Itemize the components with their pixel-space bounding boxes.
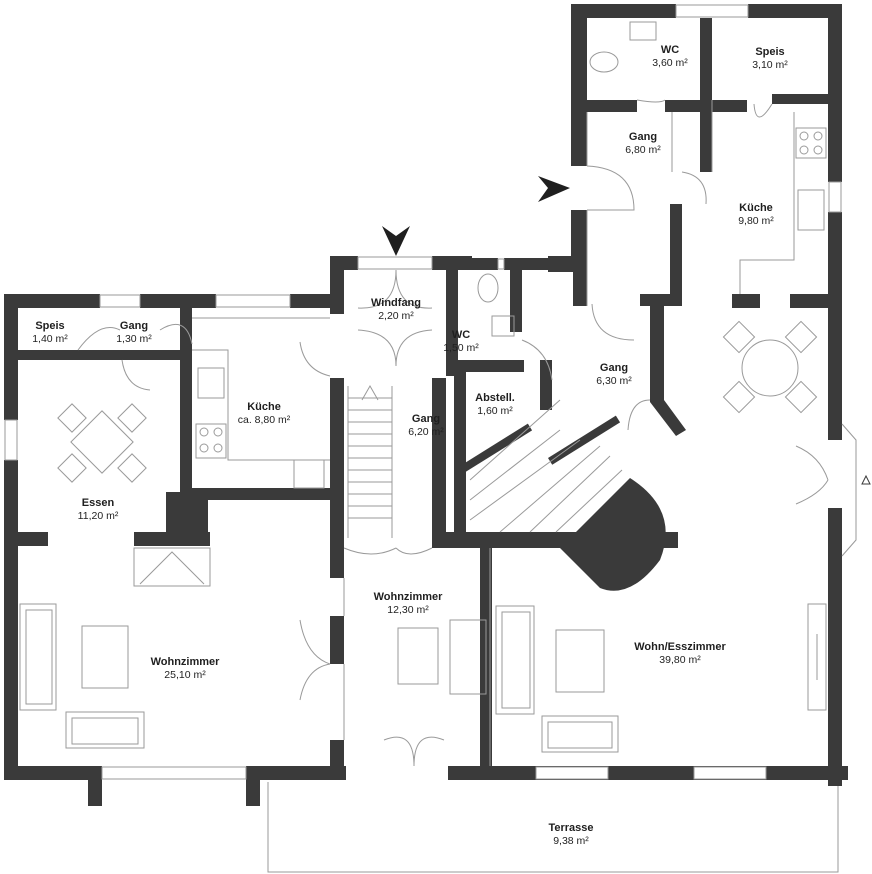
kitchen-counters (192, 112, 827, 489)
room-label-gang-left: Gang 1,30 m² (116, 320, 152, 346)
room-name: Gang (599, 362, 629, 374)
room-area: 3,60 m² (652, 57, 688, 69)
room-label-wohnzimmer-mid: Wohnzimmer 12,30 m² (374, 591, 443, 617)
room-area: 3,10 m² (752, 59, 788, 71)
room-area: 1,30 m² (116, 333, 152, 345)
room-label-windfang: Windfang 2,20 m² (371, 297, 421, 323)
room-area: 11,20 m² (77, 510, 119, 522)
room-name: Speis (35, 320, 65, 332)
stairs (347, 384, 623, 538)
room-area: 12,30 m² (387, 604, 429, 616)
room-area: 9,38 m² (553, 835, 589, 847)
windows (4, 4, 842, 780)
room-area: 2,20 m² (378, 310, 414, 322)
room-label-wc-mid: WC 1,50 m² (443, 329, 479, 355)
room-name: Gang (411, 413, 441, 425)
room-name: Speis (755, 46, 785, 58)
dining-table-left (57, 403, 147, 483)
room-name: Abstell. (475, 392, 515, 404)
room-area: 6,20 m² (408, 426, 444, 438)
room-label-essen: Essen 11,20 m² (78, 497, 119, 523)
room-area: 39,80 m² (659, 654, 701, 666)
room-label-abstell: Abstell. 1,60 m² (475, 392, 515, 418)
room-label-kueche-left: Küche ca. 8,80 m² (238, 401, 291, 427)
living-furniture (19, 547, 827, 753)
room-label-gang-right: Gang 6,30 m² (596, 362, 632, 388)
room-area: 6,30 m² (596, 375, 632, 387)
room-area: ca. 8,80 m² (237, 414, 291, 426)
room-label-wohnzimmer-left: Wohnzimmer 25,10 m² (151, 656, 220, 682)
room-area: 1,50 m² (443, 342, 479, 354)
room-name: Terrasse (548, 822, 594, 834)
room-name: WC (451, 329, 471, 341)
room-name: Gang (119, 320, 149, 332)
room-area: 6,80 m² (625, 144, 661, 156)
room-area: 1,60 m² (477, 405, 513, 417)
room-area: 9,80 m² (738, 215, 774, 227)
stair-fan (560, 478, 666, 591)
room-name: Küche (739, 202, 773, 214)
room-name: Wohnzimmer (150, 656, 220, 668)
room-name: Wohnzimmer (373, 591, 443, 603)
bay-window (841, 423, 857, 557)
room-area: 1,40 m² (32, 333, 68, 345)
partition-lines (192, 100, 713, 766)
terrace-outline (267, 782, 839, 873)
room-name: Essen (81, 497, 115, 509)
room-name: Windfang (371, 297, 421, 309)
entrance-arrow-icon (382, 226, 410, 256)
room-name: WC (660, 44, 680, 56)
walls (4, 4, 848, 806)
fireplace-icon (861, 474, 871, 485)
room-label-kueche-right: Küche 9,80 m² (738, 202, 774, 228)
entrance-arrow-icon (538, 176, 570, 202)
room-label-speis-left: Speis 1,40 m² (32, 320, 68, 346)
door-swings (77, 99, 829, 767)
room-area: 25,10 m² (164, 669, 206, 681)
room-label-gang-center: Gang 6,20 m² (408, 413, 444, 439)
room-label-wohn-ess: Wohn/Esszimmer 39,80 m² (634, 641, 726, 667)
room-label-wc-top: WC 3,60 m² (652, 44, 688, 70)
room-name: Küche (247, 401, 281, 413)
room-label-speis-top: Speis 3,10 m² (752, 46, 788, 72)
entrance-arrows (382, 176, 570, 256)
room-label-gang-top: Gang 6,80 m² (625, 131, 661, 157)
room-label-terrasse: Terrasse 9,38 m² (548, 822, 593, 848)
room-name: Gang (628, 131, 658, 143)
room-name: Wohn/Esszimmer (634, 641, 726, 653)
sanitary (477, 21, 657, 337)
dining-table-right (722, 320, 818, 414)
